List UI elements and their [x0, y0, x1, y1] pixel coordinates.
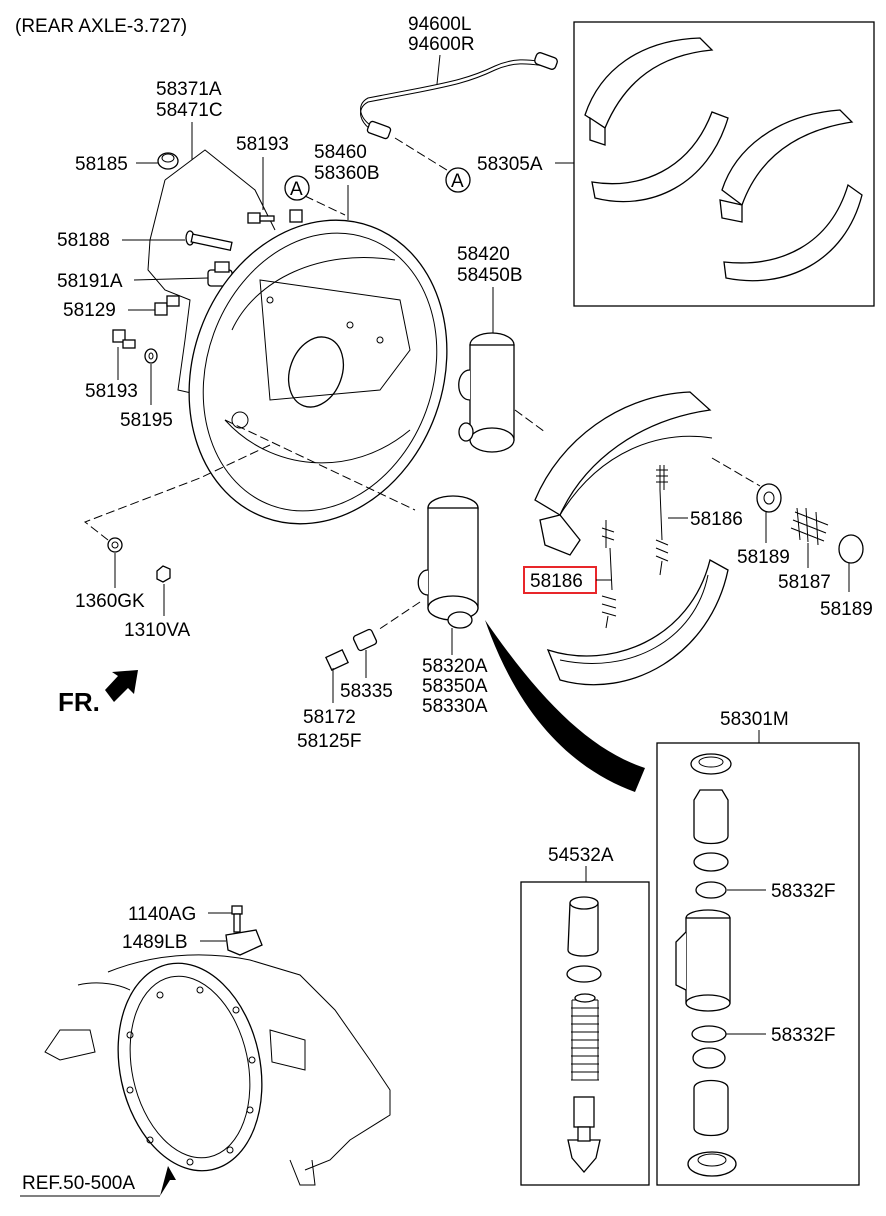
adjuster-58420[interactable]	[458, 332, 515, 453]
spring-58187[interactable]	[790, 507, 829, 546]
wheel-speed-sensor[interactable]	[360, 52, 559, 140]
svg-text:A: A	[451, 171, 464, 192]
label-1140AG: 1140AG	[128, 904, 196, 925]
label-58450B: 58450B	[457, 265, 523, 286]
bleeder-screw-58172[interactable]	[325, 648, 349, 672]
label-58320A: 58320A	[422, 656, 488, 677]
cyl-dash-line	[514, 409, 546, 433]
callout-a-right: A	[445, 167, 471, 193]
bleeder-cap-58335[interactable]	[352, 628, 378, 652]
washer-58189-a[interactable]	[756, 483, 782, 513]
label-58301M: 58301M	[720, 709, 789, 730]
front-arrow-icon	[105, 670, 138, 702]
label-58188: 58188	[57, 230, 110, 251]
clip-1489LB[interactable]	[225, 929, 263, 956]
brake-shoe-kit[interactable]	[584, 37, 863, 282]
svg-text:A: A	[290, 179, 303, 200]
label-58186-highlighted: 58186	[530, 571, 583, 592]
label-58305A: 58305A	[477, 154, 543, 175]
diagram-title: (REAR AXLE-3.727)	[15, 16, 187, 37]
callout-dash-left	[304, 195, 346, 216]
plate-dash-line	[83, 444, 271, 541]
washer-1360GK[interactable]	[107, 537, 123, 553]
label-58193-bottom: 58193	[85, 381, 138, 402]
label-58460: 58460	[314, 142, 367, 163]
label-58350A: 58350A	[422, 676, 488, 697]
brake-shoe-primary[interactable]	[534, 391, 713, 556]
label-58420: 58420	[457, 244, 510, 265]
brake-tube[interactable]	[147, 149, 276, 396]
axle-housing[interactable]	[44, 950, 391, 1186]
label-1310VA: 1310VA	[124, 620, 191, 641]
ref-label: REF.50-500A	[22, 1173, 135, 1194]
expansion-arrow-icon	[485, 620, 645, 792]
bolt-58193-bottom[interactable]	[112, 329, 136, 349]
label-58335: 58335	[340, 681, 393, 702]
nut-58129[interactable]	[154, 295, 180, 316]
ref-arrow-icon	[160, 1166, 176, 1196]
grommet-58185[interactable]	[157, 152, 179, 170]
return-spring-lower[interactable]	[601, 520, 617, 629]
bolt-58193-top[interactable]	[247, 209, 303, 224]
callout-a-left: A	[284, 175, 310, 201]
label-1489LB: 1489LB	[122, 932, 188, 953]
backing-plate[interactable]	[148, 184, 489, 561]
label-58195: 58195	[120, 410, 173, 431]
label-58189-a: 58189	[737, 547, 790, 568]
nut-1310VA[interactable]	[156, 565, 171, 583]
leader-94600	[436, 54, 441, 85]
label-58330A: 58330A	[422, 696, 488, 717]
label-58193-top: 58193	[236, 134, 289, 155]
bolt-1140AG[interactable]	[231, 905, 243, 933]
bleeder-dash-line	[377, 601, 421, 631]
label-94600L: 94600L	[408, 14, 471, 35]
label-58187: 58187	[778, 572, 831, 593]
label-54532A: 54532A	[548, 845, 614, 866]
boot-kit-parts[interactable]	[566, 896, 602, 1173]
label-58471C: 58471C	[156, 100, 223, 121]
label-58129: 58129	[63, 300, 116, 321]
sensor-dash-line	[394, 137, 451, 173]
brake-shoe-secondary[interactable]	[546, 559, 729, 686]
label-58189-b: 58189	[820, 599, 873, 620]
label-58332F-a: 58332F	[771, 881, 835, 902]
label-58125F: 58125F	[297, 731, 361, 752]
label-58360B: 58360B	[314, 163, 380, 184]
label-1360GK: 1360GK	[75, 591, 145, 612]
label-58332F-b: 58332F	[771, 1025, 835, 1046]
washer-58195[interactable]	[144, 348, 158, 364]
fr-direction-label: FR.	[58, 687, 100, 717]
cylinder-kit-parts[interactable]	[675, 753, 737, 1177]
label-58191A: 58191A	[57, 271, 123, 292]
return-spring-upper[interactable]	[655, 465, 669, 576]
leader-58191A	[133, 277, 209, 281]
label-58172: 58172	[303, 707, 356, 728]
washer-58189-b[interactable]	[838, 534, 864, 564]
label-58185: 58185	[75, 154, 128, 175]
label-94600R: 94600R	[408, 34, 475, 55]
label-58371A: 58371A	[156, 79, 222, 100]
plate-dash-line-2	[224, 419, 416, 511]
label-58186: 58186	[690, 509, 743, 530]
wheel-cylinder-58320A[interactable]	[417, 495, 479, 629]
pin-58188[interactable]	[185, 230, 233, 251]
shoe-dash-line	[711, 457, 761, 487]
